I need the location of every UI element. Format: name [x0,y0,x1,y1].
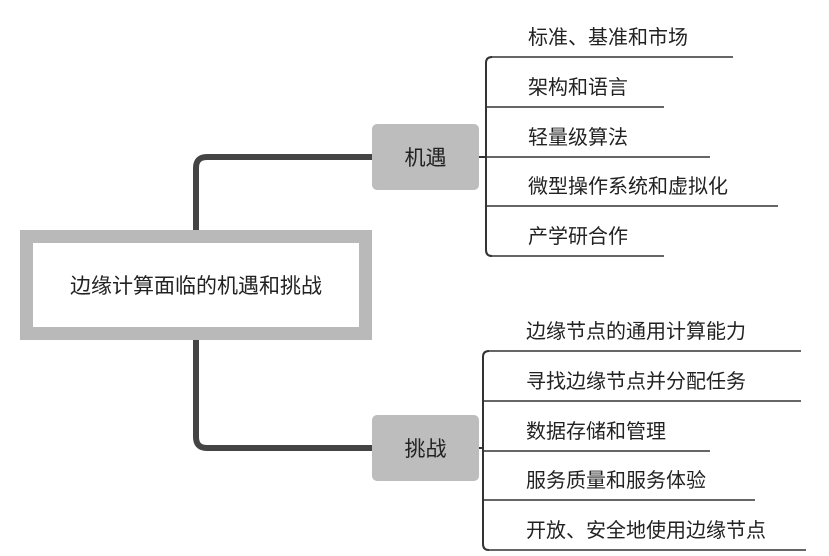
root-to-opportunity-connector [193,154,372,230]
challenge-leaf-3: 数据存储和管理 [526,419,666,443]
opportunity-branch-label: 机遇 [404,146,447,170]
challenge-vertical-bracket [482,350,490,551]
opportunity-leaf-3: 轻量级算法 [528,125,628,149]
challenge-leaf-2: 寻找边缘节点并分配任务 [526,369,746,393]
opportunity-leaf-4: 微型操作系统和虚拟化 [528,174,728,198]
challenge-leaf-4: 服务质量和服务体验 [526,468,706,492]
challenge-leaf-1: 边缘节点的通用计算能力 [526,319,746,343]
challenge-leaf-5: 开放、安全地使用边缘节点 [526,518,766,542]
root-to-challenge-connector [193,340,372,451]
opportunity-branch: 机遇 [372,124,479,190]
opportunity-leaf-5: 产学研合作 [528,224,628,248]
root-topic: 边缘计算面临的机遇和挑战 [20,230,372,340]
opportunity-vertical-bracket [485,56,493,257]
root-topic-label: 边缘计算面临的机遇和挑战 [70,274,322,298]
challenge-branch-label: 挑战 [404,437,447,461]
opportunity-leaf-2: 架构和语言 [528,75,628,99]
opportunity-leaf-1: 标准、基准和市场 [528,25,688,49]
challenge-branch: 挑战 [372,415,479,481]
